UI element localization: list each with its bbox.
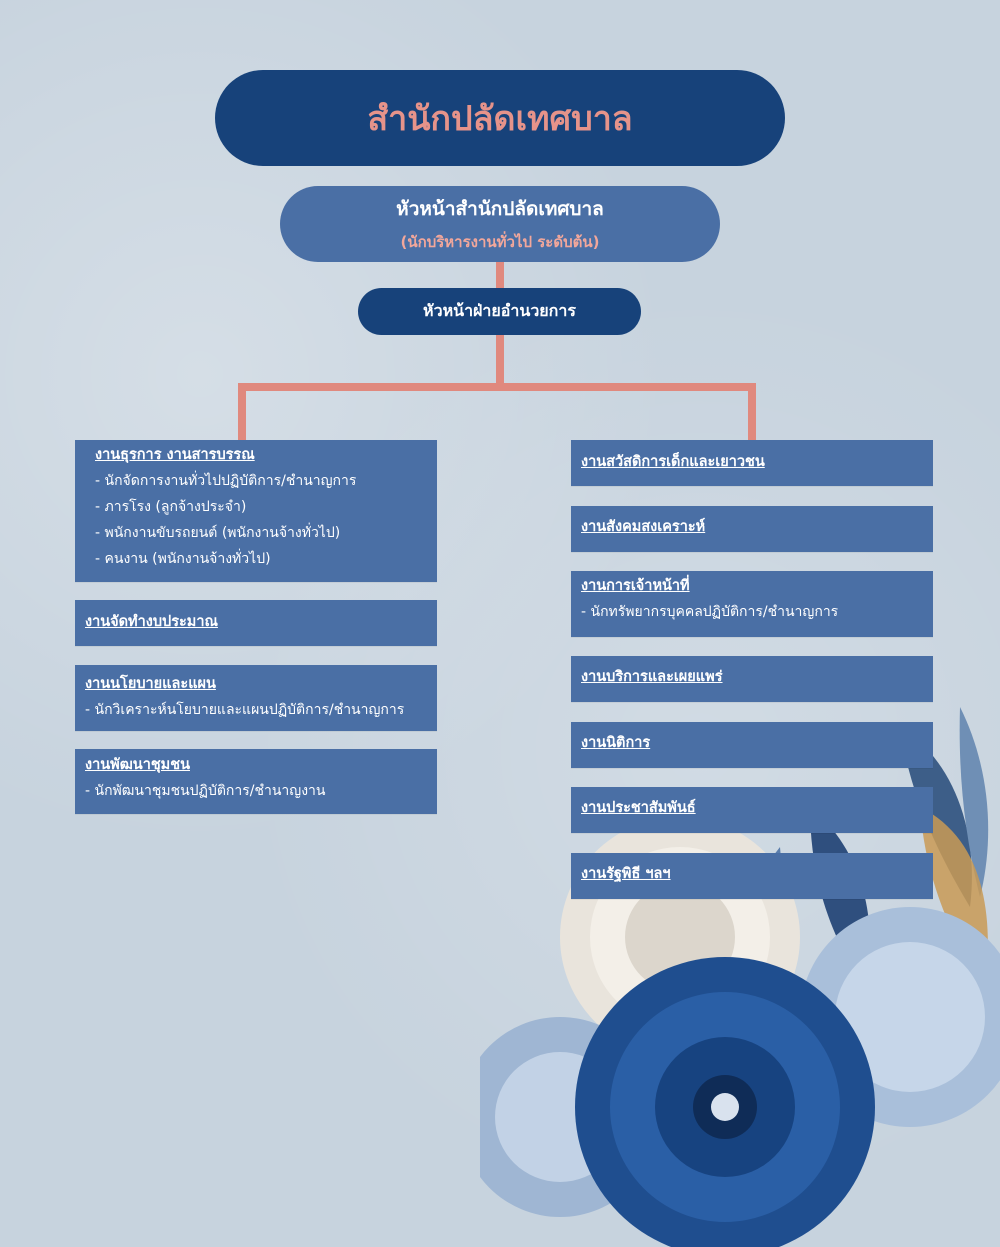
unit-title: งานนโยบายและแผน: [85, 676, 216, 692]
connector-left-down: [238, 383, 246, 440]
unit-title: งานพัฒนาชุมชน: [85, 757, 190, 773]
unit-box: งานพัฒนาชุมชน - นักพัฒนาชุมชนปฏิบัติการ/…: [75, 749, 437, 814]
unit-title: งานรัฐพิธี ฯลฯ: [581, 866, 671, 882]
unit-box: งานจัดทำงบประมาณ: [75, 600, 437, 646]
unit-box: งานสวัสดิการเด็กและเยาวชน: [571, 440, 933, 486]
connector-right-down: [748, 383, 756, 440]
admin-division-node: หัวหน้าฝ่ายอำนวยการ: [358, 288, 641, 335]
unit-title: งานการเจ้าหน้าที่: [581, 578, 690, 594]
connector-horizontal: [238, 383, 756, 391]
unit-title: งานประชาสัมพันธ์: [581, 800, 696, 816]
page-title-banner: สำนักปลัดเทศบาล: [215, 70, 785, 166]
unit-item: - นักจัดการงานทั่วไปปฏิบัติการ/ชำนาญการ: [95, 473, 357, 489]
head-title: หัวหน้าสำนักปลัดเทศบาล: [396, 198, 604, 220]
head-of-office-node: หัวหน้าสำนักปลัดเทศบาล (นักบริหารงานทั่ว…: [280, 186, 720, 262]
unit-box: งานนิติการ: [571, 722, 933, 768]
head-subtitle: (นักบริหารงานทั่วไป ระดับต้น): [400, 233, 600, 251]
unit-title: งานสวัสดิการเด็กและเยาวชน: [581, 454, 765, 470]
flower-decoration: [480, 707, 1000, 1247]
unit-title: งานธุรการ งานสารบรรณ: [95, 447, 255, 463]
unit-item: - นักพัฒนาชุมชนปฏิบัติการ/ชำนาญงาน: [85, 783, 326, 799]
unit-box: งานบริการและเผยแพร่: [571, 656, 933, 702]
unit-item: - นักวิเคราะห์นโยบายและแผนปฏิบัติการ/ชำน…: [85, 702, 405, 718]
unit-box: งานรัฐพิธี ฯลฯ: [571, 853, 933, 899]
unit-box: งานนโยบายและแผน - นักวิเคราะห์นโยบายและแ…: [75, 665, 437, 731]
unit-box: งานประชาสัมพันธ์: [571, 787, 933, 833]
unit-box: งานการเจ้าหน้าที่ - นักทรัพยากรบุคคลปฏิบ…: [571, 571, 933, 637]
unit-box: งานสังคมสงเคราะห์: [571, 506, 933, 552]
page-title: สำนักปลัดเทศบาล: [367, 99, 633, 139]
admin-title: หัวหน้าฝ่ายอำนวยการ: [423, 301, 576, 320]
unit-item: - พนักงานขับรถยนต์ (พนักงานจ้างทั่วไป): [95, 525, 341, 541]
unit-title: งานจัดทำงบประมาณ: [85, 614, 218, 630]
unit-title: งานบริการและเผยแพร่: [581, 669, 723, 685]
unit-item: - นักทรัพยากรบุคคลปฏิบัติการ/ชำนาญการ: [581, 604, 839, 620]
connector-admin-down: [496, 335, 504, 387]
connector-head-admin: [496, 262, 504, 288]
unit-title: งานนิติการ: [581, 735, 651, 751]
unit-box: งานธุรการ งานสารบรรณ - นักจัดการงานทั่วไ…: [75, 440, 437, 582]
unit-title: งานสังคมสงเคราะห์: [581, 519, 706, 535]
unit-item: - คนงาน (พนักงานจ้างทั่วไป): [95, 551, 271, 567]
unit-item: - ภารโรง (ลูกจ้างประจำ): [95, 499, 247, 515]
